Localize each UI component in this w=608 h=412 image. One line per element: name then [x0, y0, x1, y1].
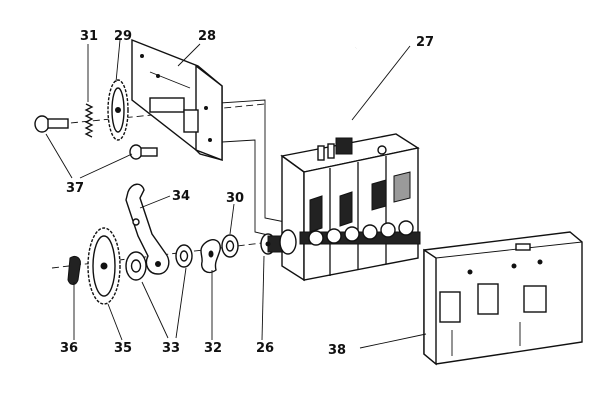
label-part-28: 28: [198, 29, 216, 44]
label-part-29: 29: [114, 29, 132, 44]
cam-shaft: [299, 220, 421, 246]
clip-washer-part-32: [200, 239, 221, 274]
clip-part-36: [67, 255, 81, 285]
label-part-32: 32: [204, 341, 222, 356]
label-part-37: 37: [66, 181, 84, 196]
washers-part-33: [125, 244, 193, 281]
lever-part-34: [125, 183, 170, 275]
switch-box-part-27: [280, 47, 421, 282]
label-part-36: 36: [60, 341, 78, 356]
gear-part-29: [107, 79, 129, 141]
shaft-end-part-26: [260, 229, 297, 255]
label-part-26: 26: [256, 341, 274, 356]
label-part-34: 34: [172, 189, 190, 204]
screws-part-37: [34, 115, 158, 160]
label-part-35: 35: [114, 341, 132, 356]
label-part-27: 27: [416, 35, 434, 50]
power-cord: [335, 47, 358, 155]
label-part-33: 33: [162, 341, 180, 356]
label-part-38: 38: [328, 343, 346, 358]
part-labels: 31 29 28 27 37 34 30 36 35 33 32 26 38: [60, 29, 434, 358]
washer-part-30: [221, 234, 239, 258]
large-gear-part-35: [87, 227, 121, 305]
bracket-part-28: [131, 38, 223, 162]
faceplate-part-38: [423, 231, 583, 366]
label-part-31: 31: [80, 29, 98, 44]
label-part-30: 30: [226, 191, 244, 206]
spring-part-31: [84, 103, 94, 138]
leader-lines: [45, 39, 427, 349]
